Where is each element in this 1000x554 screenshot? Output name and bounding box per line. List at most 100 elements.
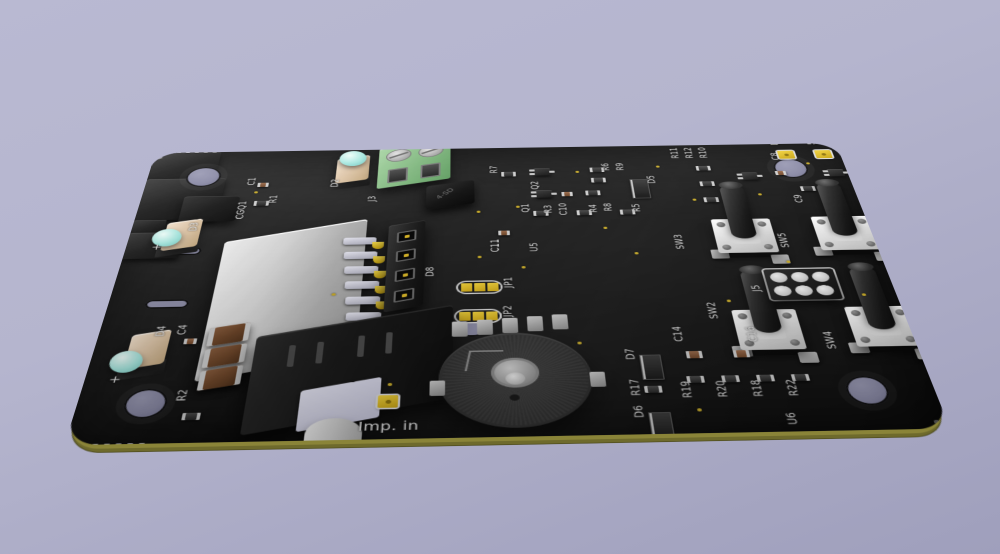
u6-pin1-dot <box>933 419 941 425</box>
via <box>577 341 582 345</box>
component-j3-terminal-block[interactable] <box>376 143 451 190</box>
board-slot-left-lower <box>144 299 190 309</box>
sw4-corner <box>904 335 917 343</box>
component-r8 <box>585 190 601 196</box>
label-r22: R22 <box>782 378 802 397</box>
inductor-marking: 4-SD <box>434 187 457 201</box>
label-sw4: SW4 <box>820 330 840 350</box>
audio-jack-vent <box>356 335 366 357</box>
component-buzzer-disc[interactable] <box>437 331 598 430</box>
via <box>805 162 811 165</box>
via <box>900 279 906 283</box>
via <box>696 408 703 412</box>
sw2-plunger-cap[interactable] <box>739 269 784 333</box>
component-d8-header[interactable] <box>383 220 426 313</box>
mounting-hole-bottom-left <box>120 388 171 419</box>
sw2-base <box>738 329 809 356</box>
label-r8: R8 <box>601 202 615 212</box>
sw4-leg-left <box>847 342 871 354</box>
main-connector-goldfinger <box>376 317 390 326</box>
audio-jack-vent <box>385 332 393 354</box>
sw4-plunger-cap[interactable] <box>847 266 898 330</box>
buzzer-hub <box>505 372 526 385</box>
label-c11: C11 <box>488 238 502 253</box>
u6-pin <box>842 159 851 162</box>
label-d8: D8 <box>423 266 437 277</box>
u6-pin <box>838 149 847 152</box>
solder-jumper-jp2[interactable] <box>456 310 500 323</box>
sw2-corner <box>781 312 793 319</box>
sw5-corner <box>865 241 877 247</box>
main-connector-pin <box>345 328 383 338</box>
via <box>861 293 867 296</box>
component-crystal <box>933 204 951 226</box>
label-r19: R19 <box>677 380 696 399</box>
component-u2 <box>826 168 846 177</box>
d8-header-pin <box>393 287 415 303</box>
sw2-corner <box>743 340 756 347</box>
sw4-body[interactable] <box>843 305 924 347</box>
d4-led-body <box>122 329 173 370</box>
solder-jumper-jp1[interactable] <box>458 281 501 293</box>
testpad-3v3[interactable] <box>850 149 871 158</box>
d8-header-pin <box>395 248 416 263</box>
buzzer-vent-hole <box>509 394 520 401</box>
label-c16: C16 <box>743 326 761 342</box>
j3-screw-2[interactable] <box>418 143 444 159</box>
component-r17 <box>643 385 663 393</box>
label-c12: C12 <box>894 143 911 153</box>
via <box>757 193 763 196</box>
label-j3: J3 <box>365 195 379 202</box>
sw2-body[interactable] <box>731 309 808 351</box>
via <box>387 382 393 387</box>
u6-pin <box>145 159 154 163</box>
label-d4: D4 <box>152 325 170 337</box>
label-u3: U3 <box>899 175 915 184</box>
d4-led-dome <box>106 350 146 374</box>
label-j5: J5 <box>748 284 764 292</box>
component-q2 <box>533 168 551 176</box>
pcb-board: C1 R1 CGQ1 D3 + D2 <box>64 143 951 453</box>
sw4-leg-right <box>913 348 938 360</box>
label-r27: R27 <box>933 238 951 253</box>
sw4-corner <box>850 309 862 317</box>
label-r2: R2 <box>173 389 191 402</box>
j5-pin <box>810 271 831 282</box>
label-r3: R3 <box>541 204 555 214</box>
testpad-dac[interactable] <box>776 150 796 159</box>
component-r9 <box>590 177 607 183</box>
component-bulk-cap-3 <box>196 364 244 392</box>
sw3-corner <box>763 243 774 250</box>
component-c1 <box>257 182 269 188</box>
component-bulk-cap-1 <box>206 322 252 347</box>
u6-pin <box>147 154 155 158</box>
label-5v: 5V <box>803 143 817 145</box>
via <box>634 252 639 255</box>
component-r22 <box>790 373 811 382</box>
main-connector-goldfinger <box>375 301 389 310</box>
audio-jack-face <box>295 376 382 433</box>
testpad-5v[interactable] <box>813 150 833 159</box>
testpad-imp-in[interactable] <box>377 395 399 408</box>
label-d3: D3 <box>186 222 202 232</box>
buzzer-side-tab-right <box>589 371 607 387</box>
j5-pin <box>768 272 789 283</box>
component-j5-header[interactable] <box>762 268 844 301</box>
u3-pin <box>176 149 183 154</box>
component-r19 <box>686 375 706 383</box>
label-c2: C2 <box>891 186 907 195</box>
main-connector-goldfinger <box>371 241 385 250</box>
via <box>692 198 697 201</box>
label-c14: C14 <box>669 326 687 342</box>
u6-pin <box>840 154 849 157</box>
sw2-corner <box>737 313 749 320</box>
j3-screw-1[interactable] <box>385 147 412 164</box>
component-q1 <box>535 190 553 198</box>
label-u6: U6 <box>782 412 802 425</box>
sw5-corner <box>856 218 868 224</box>
label-q2: Q2 <box>528 180 542 190</box>
component-d7 <box>638 354 665 380</box>
label-r18: R18 <box>747 379 767 397</box>
component-q3 <box>740 172 760 180</box>
d8-header-pin <box>396 229 417 244</box>
